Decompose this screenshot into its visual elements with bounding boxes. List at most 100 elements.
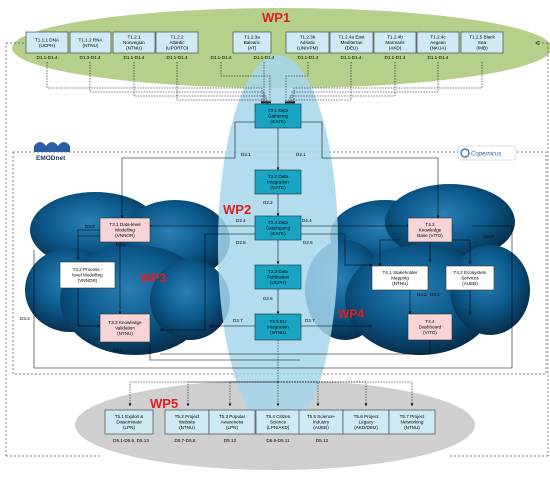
edge-label-d42: D4.2 xyxy=(417,292,427,297)
wp1-task-4-box xyxy=(155,31,199,54)
wp3-task-1-text: T3.1 Data-level xyxy=(109,222,140,227)
wp3-task-2-text: level Modelling xyxy=(72,273,103,278)
wp1-task-10-text: (IMB) xyxy=(476,46,488,51)
wp2-task-3-text: Cataloguing xyxy=(266,226,291,231)
edge-label-d43: D4.3 xyxy=(484,234,494,239)
wp1-task-1-text: (UCPH) xyxy=(39,43,56,48)
wp4-label: WP4 xyxy=(338,307,364,321)
wp2-task-4-text: T2.3 Data xyxy=(268,269,289,274)
wp5-task-3-text: T5.3 Popular xyxy=(219,414,246,419)
wp1-task-2-box xyxy=(69,31,112,54)
wp2-task-5-text: (NTNU) xyxy=(270,330,286,335)
wp4-task-2-text: Mapping xyxy=(391,276,409,281)
wp3-task-3-text: Validation xyxy=(115,326,135,331)
wp5-deliverable-label: D5.7-D5.8 xyxy=(175,438,196,443)
wp1-task-6-text: (UNIVPM) xyxy=(297,46,318,51)
wp1-deliverable-label: D1.3-D1.4 xyxy=(80,55,101,60)
wp4-task-1-box xyxy=(407,217,453,243)
wp4-task-4-text: (VITO) xyxy=(423,330,437,335)
emodnet-logo-text: EMODnet xyxy=(36,155,66,162)
edge-label-d21-left: D2.1 xyxy=(241,152,251,157)
wp1-task-7-box xyxy=(329,31,374,54)
wp5-task-6-text: T5.6 Project xyxy=(354,414,379,419)
wp4-task-3-text: (AUEB) xyxy=(462,281,478,286)
wp1-task-1: T1.1.1 DNA(UCPH) xyxy=(25,31,69,54)
wp5-deliverable-label: D5.12 xyxy=(224,438,237,443)
wp5-task-3-text: (LPN) xyxy=(226,425,238,430)
edge-label-d26: D2.6 xyxy=(263,296,273,301)
wp5-task-2-text: (NTNU) xyxy=(179,425,195,430)
wp4-task-2-box xyxy=(371,265,429,291)
wp5-tasks: T5.1 Exploit &Disseminate(LPN)T5.2 Proje… xyxy=(104,409,436,435)
wp1-deliverable-label: D1.1-D1.4 xyxy=(124,55,145,60)
wp3-label: WP3 xyxy=(140,271,166,285)
wp5-deliverable-label: D5.9-D5.11 xyxy=(266,438,290,443)
wp1-ellipse xyxy=(12,8,550,88)
wp5-task-7-text: Networking xyxy=(401,420,424,425)
wp5-label: WP5 xyxy=(150,396,178,411)
wp2-label: WP2 xyxy=(223,202,251,217)
wp2-task-4-text: (UCPH) xyxy=(270,280,287,285)
wp5-task-1-text: (LPN) xyxy=(123,425,135,430)
wp5-task-4-text: Science xyxy=(270,420,287,425)
wp4-task-4-text: T4.4 xyxy=(425,319,435,324)
wp1-task-6-text: T1.2.3b xyxy=(300,35,316,40)
wp5-task-1-box xyxy=(104,409,154,435)
edge-label-d27-left: D2.7 xyxy=(233,318,243,323)
wp1-task-1-text: T1.1.1 DNA xyxy=(35,37,60,42)
wp5-task-2-text: T5.2 Project xyxy=(175,414,200,419)
wp5-task-5-text: (AUEB) xyxy=(313,425,329,430)
wp3-task-1-text: Modelling xyxy=(115,228,135,233)
wp1-task-3-text: T1.2.1 xyxy=(127,35,140,40)
wp5-task-1-text: T5.1 Exploit & xyxy=(115,414,144,419)
wp5-task-4-text: T5.4 Citizen xyxy=(266,414,291,419)
wp3-task-3-text: (NTNU) xyxy=(117,331,133,336)
wp4-task-1-text: T4.3 xyxy=(425,222,435,227)
wp1-task-6-text: Adriatic xyxy=(300,40,316,45)
wp3-task-3-text: T3.3 Knowledge xyxy=(108,320,142,325)
wp5-task-6-text: (AKD/DEU) xyxy=(354,425,378,430)
edge-label-d33-a: D3.3 xyxy=(85,224,95,229)
wp2-task-5-text: T2.5 EU xyxy=(270,319,287,324)
wp5-task-6-box xyxy=(342,409,390,435)
wp1-label: WP1 xyxy=(262,10,290,25)
wp1-task-10-text: T1.2.5 Black xyxy=(469,35,495,40)
wp1-deliverable-label: D1.1-D1.4 xyxy=(298,55,319,60)
wp5-task-2-text: Website xyxy=(179,420,196,425)
copernicus-logo: Copernicus xyxy=(457,145,517,161)
wp5-task-4-box xyxy=(255,409,301,435)
edge-label-d22: D2.2 xyxy=(263,200,273,205)
wp1-task-7-text: (DEU) xyxy=(345,46,358,51)
wp5-task-7-text: T5.7 Project xyxy=(400,414,425,419)
wp3-task-1-box xyxy=(99,217,151,243)
wp1-task-9-box xyxy=(416,31,460,54)
wp5-task-7-text: (NTNU) xyxy=(404,425,420,430)
wp2-task-1-text: Gathering xyxy=(268,114,289,119)
wp5-task-5-text: Industry xyxy=(313,420,330,425)
edge-label-d25-left: D2.5 xyxy=(236,240,246,245)
wp1-tasks: T1.1.1 DNA(UCPH)T1.1.2 RNA(NTNU)T1.2.1No… xyxy=(25,31,504,54)
wp3-task-2: T3.2 Process -level Modelling(VNNOR) xyxy=(59,261,116,289)
wp1-deliverable-label: D1.1-D1.4 xyxy=(37,55,58,60)
edge-label-d25-right: D2.5 xyxy=(303,240,313,245)
wp3-task-2-box xyxy=(59,261,116,289)
wp4-task-3-text: T4.2 Ecosystem xyxy=(454,270,487,275)
